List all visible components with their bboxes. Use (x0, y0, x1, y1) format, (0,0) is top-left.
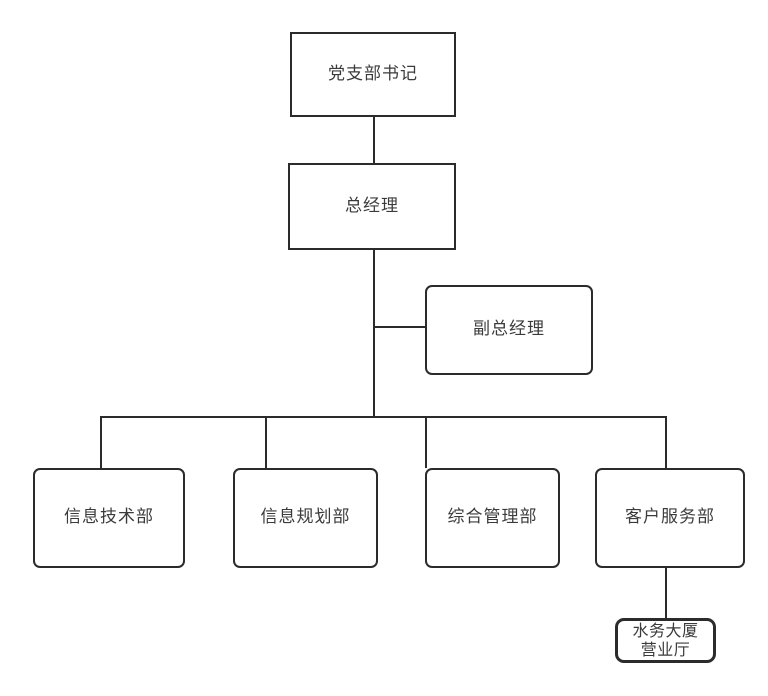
connector-drop-it (100, 416, 102, 468)
node-customer-service-department-label: 客户服务部 (625, 507, 715, 528)
connector-gm-to-deputy (373, 326, 425, 328)
node-party-branch-secretary-label: 党支部书记 (328, 63, 418, 84)
node-general-manager[interactable]: 总经理 (288, 163, 456, 250)
node-deputy-general-manager[interactable]: 副总经理 (425, 285, 593, 375)
connector-drop-planning (265, 416, 267, 468)
node-water-affairs-building-business-hall[interactable]: 水务大厦 营业厅 (615, 618, 716, 663)
connector-gm-trunk (373, 250, 375, 418)
node-information-planning-department[interactable]: 信息规划部 (233, 468, 378, 568)
connector-customer-to-hall (665, 568, 667, 618)
node-comprehensive-management-department[interactable]: 综合管理部 (425, 468, 560, 568)
node-information-technology-department[interactable]: 信息技术部 (33, 468, 185, 568)
connector-department-bus (100, 416, 666, 418)
node-information-technology-department-label: 信息技术部 (64, 507, 154, 528)
node-customer-service-department[interactable]: 客户服务部 (595, 468, 745, 568)
node-information-planning-department-label: 信息规划部 (260, 507, 351, 528)
node-deputy-general-manager-label: 副总经理 (473, 319, 545, 340)
connector-drop-admin (425, 416, 427, 468)
connector-drop-customer (665, 416, 667, 468)
node-water-affairs-building-business-hall-label: 水务大厦 营业厅 (632, 621, 699, 659)
node-comprehensive-management-department-label: 综合管理部 (447, 507, 538, 528)
node-general-manager-label: 总经理 (345, 195, 399, 216)
connector-party-to-gm (373, 117, 375, 163)
node-party-branch-secretary[interactable]: 党支部书记 (290, 32, 456, 117)
